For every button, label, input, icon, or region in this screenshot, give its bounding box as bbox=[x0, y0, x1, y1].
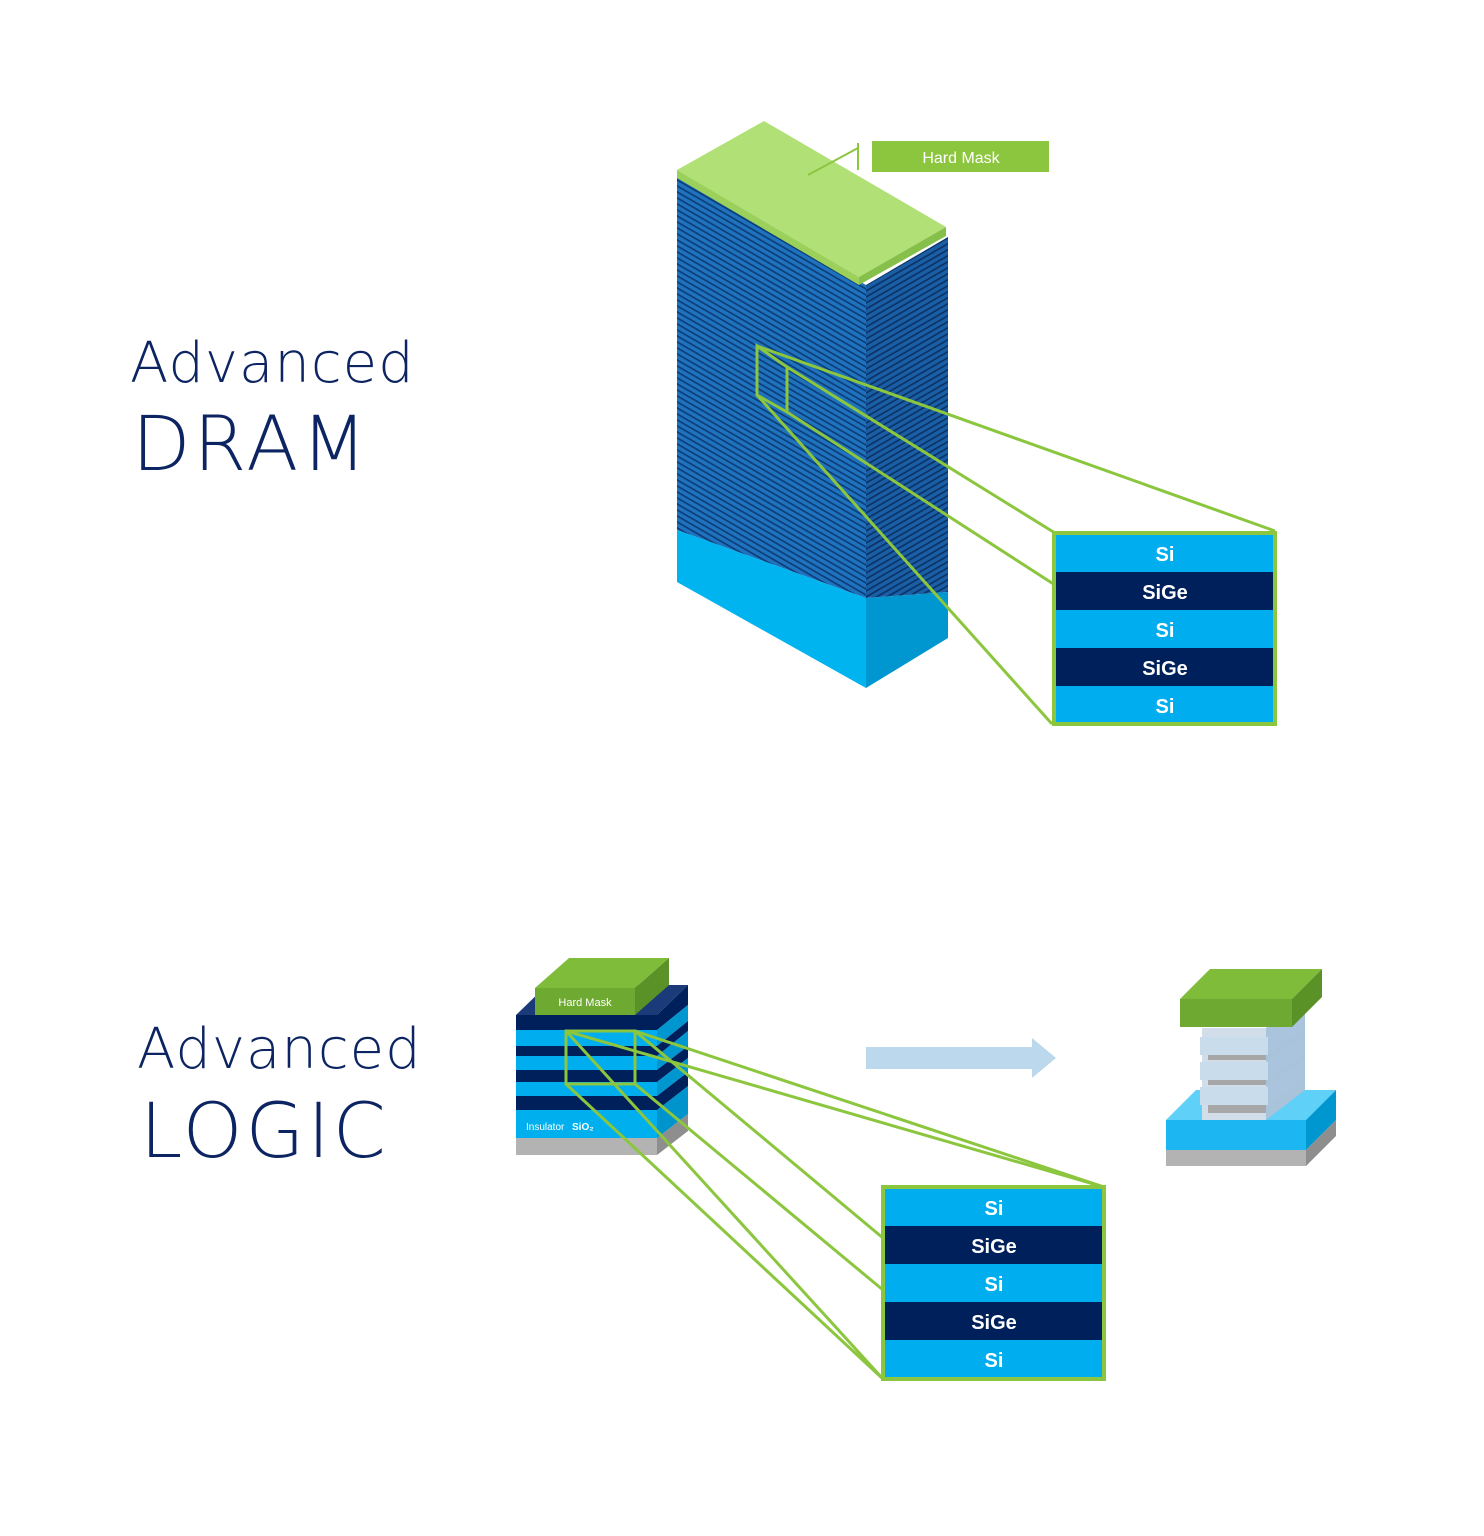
logic-layer-label-2: SiGe bbox=[971, 1236, 1017, 1258]
dram-layer-si-3 bbox=[1055, 686, 1274, 723]
dram-layer-sige-1 bbox=[1055, 572, 1274, 610]
dram-layer-sige-2 bbox=[1055, 648, 1274, 686]
logic-heading-line1: Advanced bbox=[137, 1017, 422, 1082]
logic-layer-label-3: Si bbox=[985, 1274, 1004, 1296]
logic-insulator-label: Insulator bbox=[526, 1122, 565, 1133]
dram-zoom-callout bbox=[755, 343, 1276, 726]
dram-hard-mask-leader bbox=[807, 147, 859, 176]
dram-hard-mask-top bbox=[677, 121, 946, 277]
logic-layer-sige-2 bbox=[884, 1302, 1103, 1340]
dram-front-face bbox=[677, 176, 866, 598]
logic-hard-mask-front bbox=[535, 988, 635, 1015]
dram-layer-si-2 bbox=[1055, 610, 1274, 648]
dram-heading-line1: Advanced bbox=[130, 331, 415, 396]
logic-zoom-stack: Si SiGe Si SiGe Si bbox=[881, 1185, 1106, 1381]
process-arrow bbox=[866, 1038, 1056, 1078]
dram-layer-label-3: Si bbox=[1156, 620, 1175, 642]
dram-side-face bbox=[866, 237, 948, 598]
dram-hard-mask-label: Hard Mask bbox=[922, 150, 1000, 167]
dram-base-front bbox=[677, 530, 866, 688]
logic-layer-si-3 bbox=[884, 1340, 1103, 1378]
logic-layer-si-1 bbox=[884, 1188, 1103, 1226]
dram-layer-label-5: Si bbox=[1156, 696, 1175, 718]
logic-layer-label-1: Si bbox=[985, 1198, 1004, 1220]
logic-layer-si-2 bbox=[884, 1264, 1103, 1302]
logic-sio2-label: SiO₂ bbox=[572, 1122, 594, 1133]
dram-layer-label-2: SiGe bbox=[1142, 582, 1188, 604]
result-structure bbox=[1166, 969, 1336, 1166]
dram-layer-si-1 bbox=[1055, 534, 1274, 572]
logic-hard-mask-label: Hard Mask bbox=[558, 997, 612, 1009]
dram-zoom-stack: Si SiGe Si SiGe Si bbox=[1052, 531, 1277, 726]
logic-layer-label-5: Si bbox=[985, 1350, 1004, 1372]
dram-zoom-frame bbox=[1052, 531, 1277, 726]
dram-layer-label-1: Si bbox=[1156, 544, 1175, 566]
dram-hard-mask-side bbox=[859, 227, 946, 285]
logic-stack bbox=[516, 958, 688, 1155]
dram-stack bbox=[677, 121, 948, 688]
logic-zoom-callout bbox=[564, 1029, 1105, 1381]
dram-base-side bbox=[866, 592, 948, 688]
logic-hard-mask-top bbox=[535, 958, 669, 988]
dram-hard-mask-front bbox=[677, 170, 859, 285]
logic-layer-sige-1 bbox=[884, 1226, 1103, 1264]
dram-hard-mask-label-box bbox=[872, 141, 1049, 172]
dram-layer-label-4: SiGe bbox=[1142, 658, 1188, 680]
dram-heading-line2: DRAM bbox=[132, 399, 370, 488]
logic-heading-line2: LOGIC bbox=[140, 1086, 389, 1175]
logic-insulator-front bbox=[516, 1110, 657, 1138]
logic-zoom-frame bbox=[881, 1185, 1106, 1381]
logic-layer-label-4: SiGe bbox=[971, 1312, 1017, 1334]
